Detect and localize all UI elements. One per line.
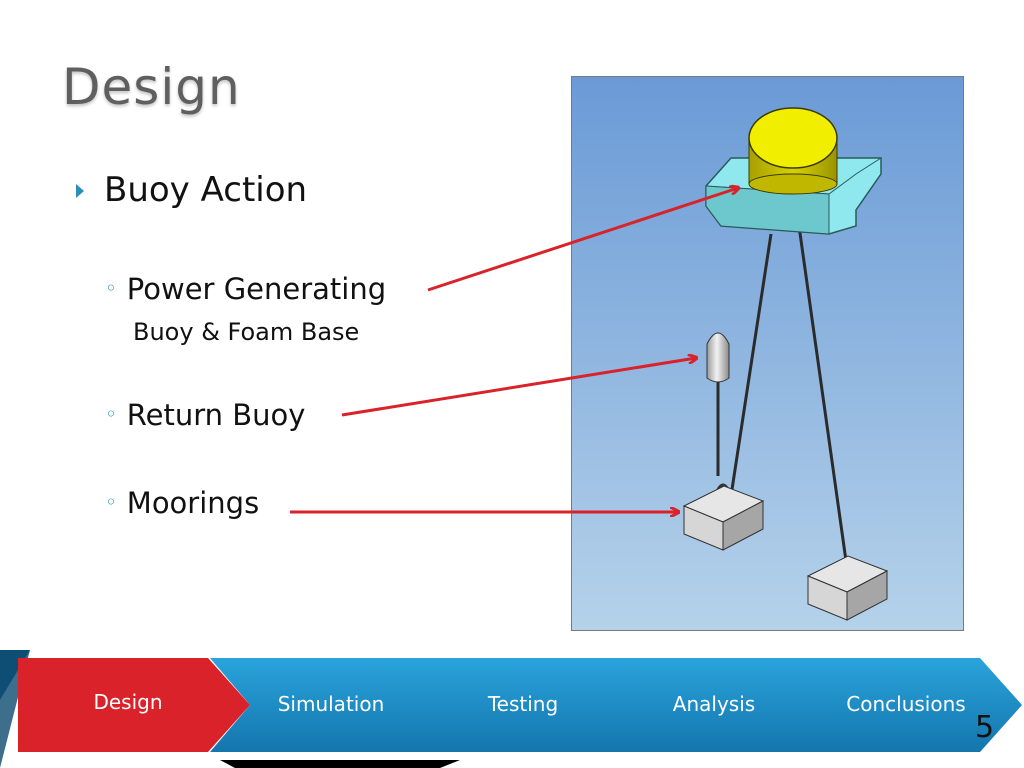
bullet-label: Return Buoy <box>126 398 306 432</box>
buoy-system-render <box>571 76 964 631</box>
tab-conclusions[interactable]: Conclusions <box>846 692 966 716</box>
bullet-return-buoy: ◦ Return Buoy <box>105 398 305 432</box>
tab-design-shape <box>18 658 250 752</box>
bullet-label: Moorings <box>126 486 260 520</box>
tab-simulation-shape <box>210 658 446 752</box>
bullet-circle-icon: ◦ <box>105 490 117 514</box>
bullet-moorings: ◦ Moorings <box>105 486 259 520</box>
tab-simulation[interactable]: Simulation <box>277 692 385 716</box>
return-buoy <box>706 332 730 383</box>
tab-analysis[interactable]: Analysis <box>672 692 756 716</box>
bullet-sublabel: Buoy & Foam Base <box>133 318 360 346</box>
tab-design[interactable]: Design <box>93 690 163 714</box>
page-number: 5 <box>975 710 995 745</box>
bullet-power-generating: ◦ Power Generating <box>105 272 386 306</box>
bullet-label: Buoy Action <box>104 170 308 210</box>
mooring-line <box>797 225 849 569</box>
power-buoy-top <box>748 107 838 169</box>
bullet-label: Power Generating <box>126 272 387 306</box>
tab-testing[interactable]: Testing <box>487 692 559 716</box>
bullet-arrow-icon <box>76 184 84 198</box>
bullet-buoy-action: Buoy Action <box>76 170 307 210</box>
section-nav-bar <box>0 650 1022 768</box>
mooring-line <box>729 233 773 497</box>
tab-analysis-shape <box>590 658 826 752</box>
slide-title: Design <box>62 58 241 116</box>
bullet-circle-icon: ◦ <box>105 276 117 300</box>
tab-conclusions-shape <box>782 658 1022 752</box>
bullet-circle-icon: ◦ <box>105 402 117 426</box>
tab-testing-shape <box>400 658 636 752</box>
